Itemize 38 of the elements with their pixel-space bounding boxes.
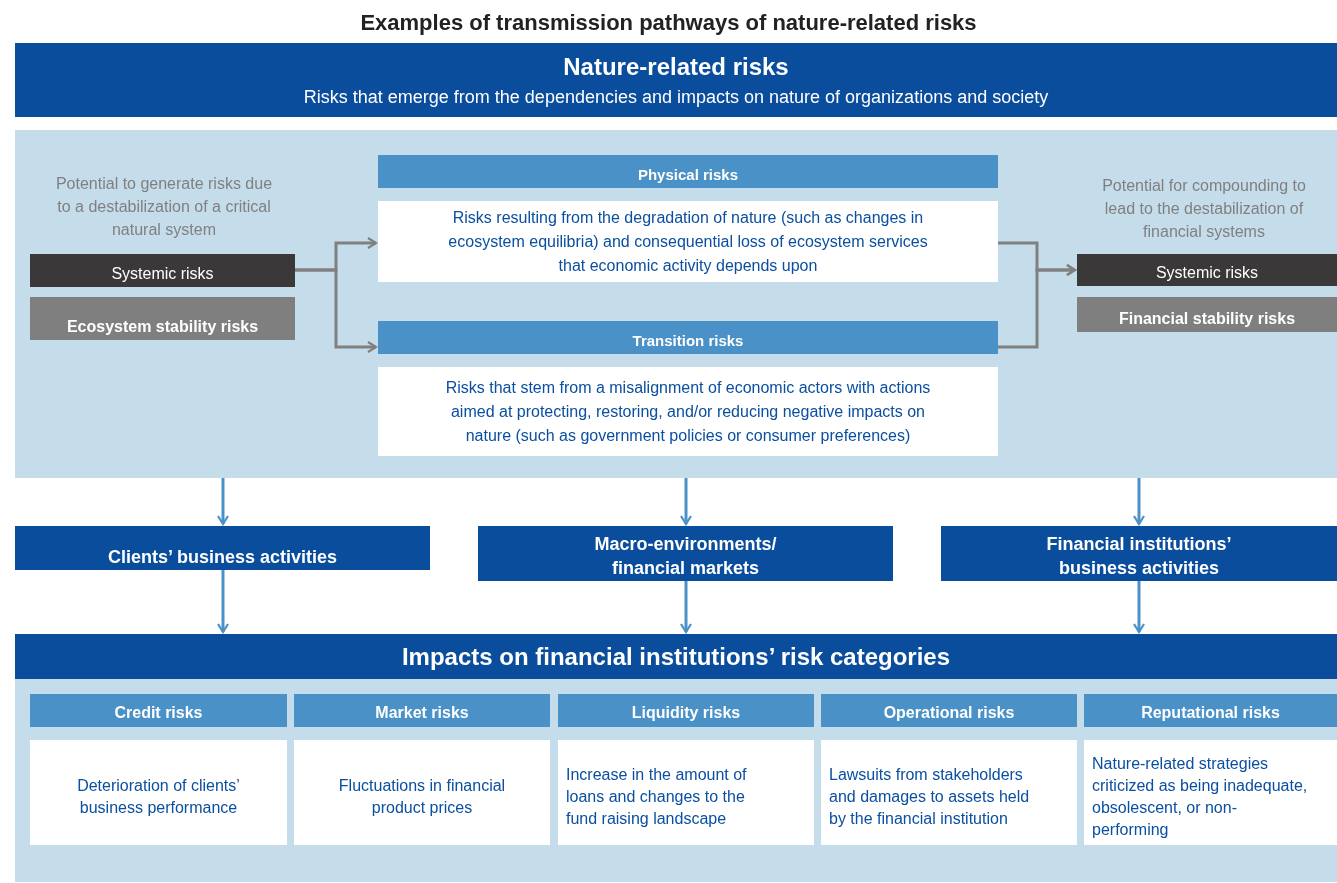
- category-header-bar: Reputational risks: [1084, 694, 1337, 727]
- header-band: [15, 43, 1337, 117]
- risk-box: Systemic risks: [30, 254, 295, 287]
- category-header-bar: Credit risks: [30, 694, 287, 727]
- category-description: Increase in the amount of loans and changes to the fund raising landscape: [558, 740, 814, 845]
- process-box: Financial institutions’ business activities: [941, 526, 1337, 581]
- risk-box: Financial stability risks: [1077, 297, 1337, 332]
- process-box: Macro-environments/ financial markets: [478, 526, 893, 581]
- arrow: [216, 478, 230, 526]
- arrow: [1132, 581, 1146, 634]
- risk-box: Systemic risks: [1077, 254, 1337, 286]
- risk-header-bar: Physical risks: [378, 155, 998, 188]
- arrow: [679, 478, 693, 526]
- note-text: Potential for compounding to lead to the destabilization of financial systems: [1101, 176, 1307, 242]
- category-description: Deterioration of clients’ business performance: [30, 740, 287, 845]
- panel-background: [15, 130, 1337, 478]
- arrow: [998, 263, 1077, 349]
- risk-box: Ecosystem stability risks: [30, 297, 295, 340]
- category-header-bar: Market risks: [294, 694, 550, 727]
- risk-description: Risks that stem from a misalignment of economic actors with actions aimed at protecting, restoring, and/or reducing negative impacts on nature (such as government policies or consumer preferences): [378, 367, 998, 456]
- arrow: [295, 268, 378, 354]
- risk-header-bar: Transition risks: [378, 321, 998, 354]
- note-text: Potential to generate risks due to a destabilization of a critical natural system: [55, 174, 273, 240]
- arrow: [679, 581, 693, 634]
- diagram-title: Examples of transmission pathways of nature-related risks: [359, 9, 978, 37]
- category-header-bar: Operational risks: [821, 694, 1077, 727]
- process-box: Clients’ business activities: [15, 526, 430, 570]
- panel-background: [15, 634, 1337, 882]
- heading: Nature-related risks: [563, 51, 789, 82]
- category-header-bar: Liquidity risks: [558, 694, 814, 727]
- category-description: Fluctuations in financial product prices: [294, 740, 550, 845]
- subtitle: Risks that emerge from the dependencies and impacts on nature of organizations and society: [303, 85, 1049, 109]
- arrow: [216, 570, 230, 634]
- category-description: Nature-related strategies criticized as being inadequate, obsolescent, or non-performing: [1084, 740, 1337, 845]
- arrow: [1132, 478, 1146, 526]
- header-band: Impacts on financial institutions’ risk categories: [15, 634, 1337, 679]
- category-description: Lawsuits from stakeholders and damages to assets held by the financial institution: [821, 740, 1077, 845]
- risk-description: Risks resulting from the degradation of nature (such as changes in ecosystem equilibria) and consequential loss of ecosystem services that economic activity depends upon: [378, 201, 998, 282]
